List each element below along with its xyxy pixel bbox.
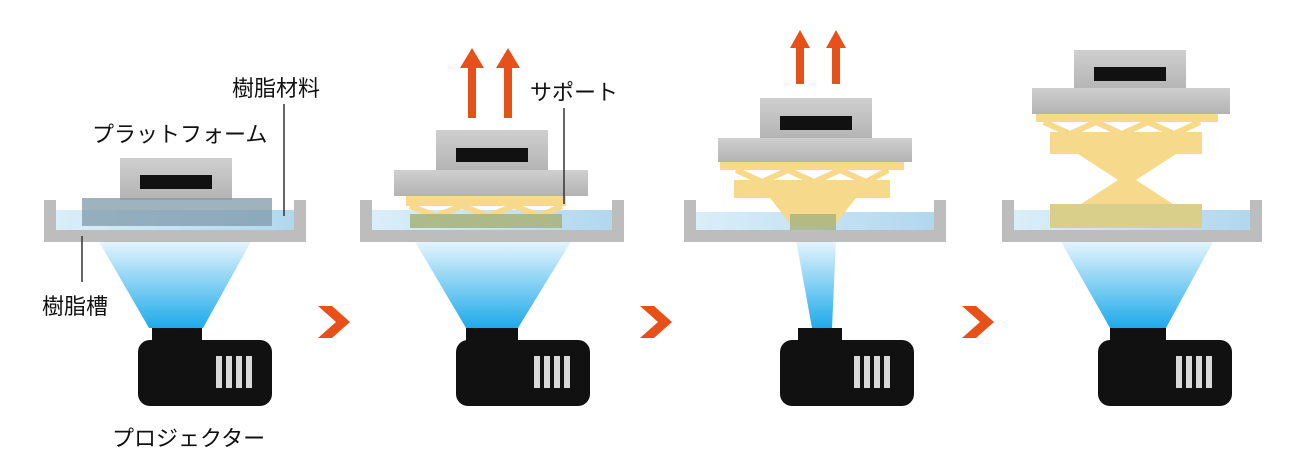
projector	[1098, 328, 1232, 406]
build-platform	[718, 98, 912, 162]
stage-2: サポート	[360, 48, 624, 406]
projector	[456, 328, 590, 406]
resin-label: 樹脂材料	[232, 77, 320, 102]
chevron-right-icon	[318, 306, 350, 338]
light-beam	[796, 240, 836, 328]
arrow-up-icon	[790, 30, 846, 84]
arrow-up-icon	[460, 48, 520, 118]
printed-part	[720, 158, 904, 230]
stage-4	[1002, 50, 1262, 406]
projector-label: プロジェクター	[112, 427, 265, 452]
light-beam	[414, 240, 572, 328]
light-beam	[98, 240, 252, 328]
support-label: サポート	[530, 81, 618, 106]
vat-label: 樹脂槽	[42, 295, 108, 320]
projector	[780, 328, 914, 406]
platform-label: プラットフォーム	[92, 123, 267, 148]
stage-1: 樹脂材料 プラットフォーム 樹脂槽 プロジェクター	[42, 77, 320, 452]
projector	[138, 328, 272, 406]
printed-part	[1036, 112, 1218, 228]
build-platform	[1032, 50, 1230, 114]
support-structure	[406, 194, 566, 228]
chevron-right-icon	[640, 306, 672, 338]
stage-3	[684, 30, 946, 406]
build-platform	[82, 158, 272, 226]
build-platform	[394, 130, 588, 196]
light-beam	[1060, 240, 1214, 328]
chevron-right-icon	[962, 306, 994, 338]
